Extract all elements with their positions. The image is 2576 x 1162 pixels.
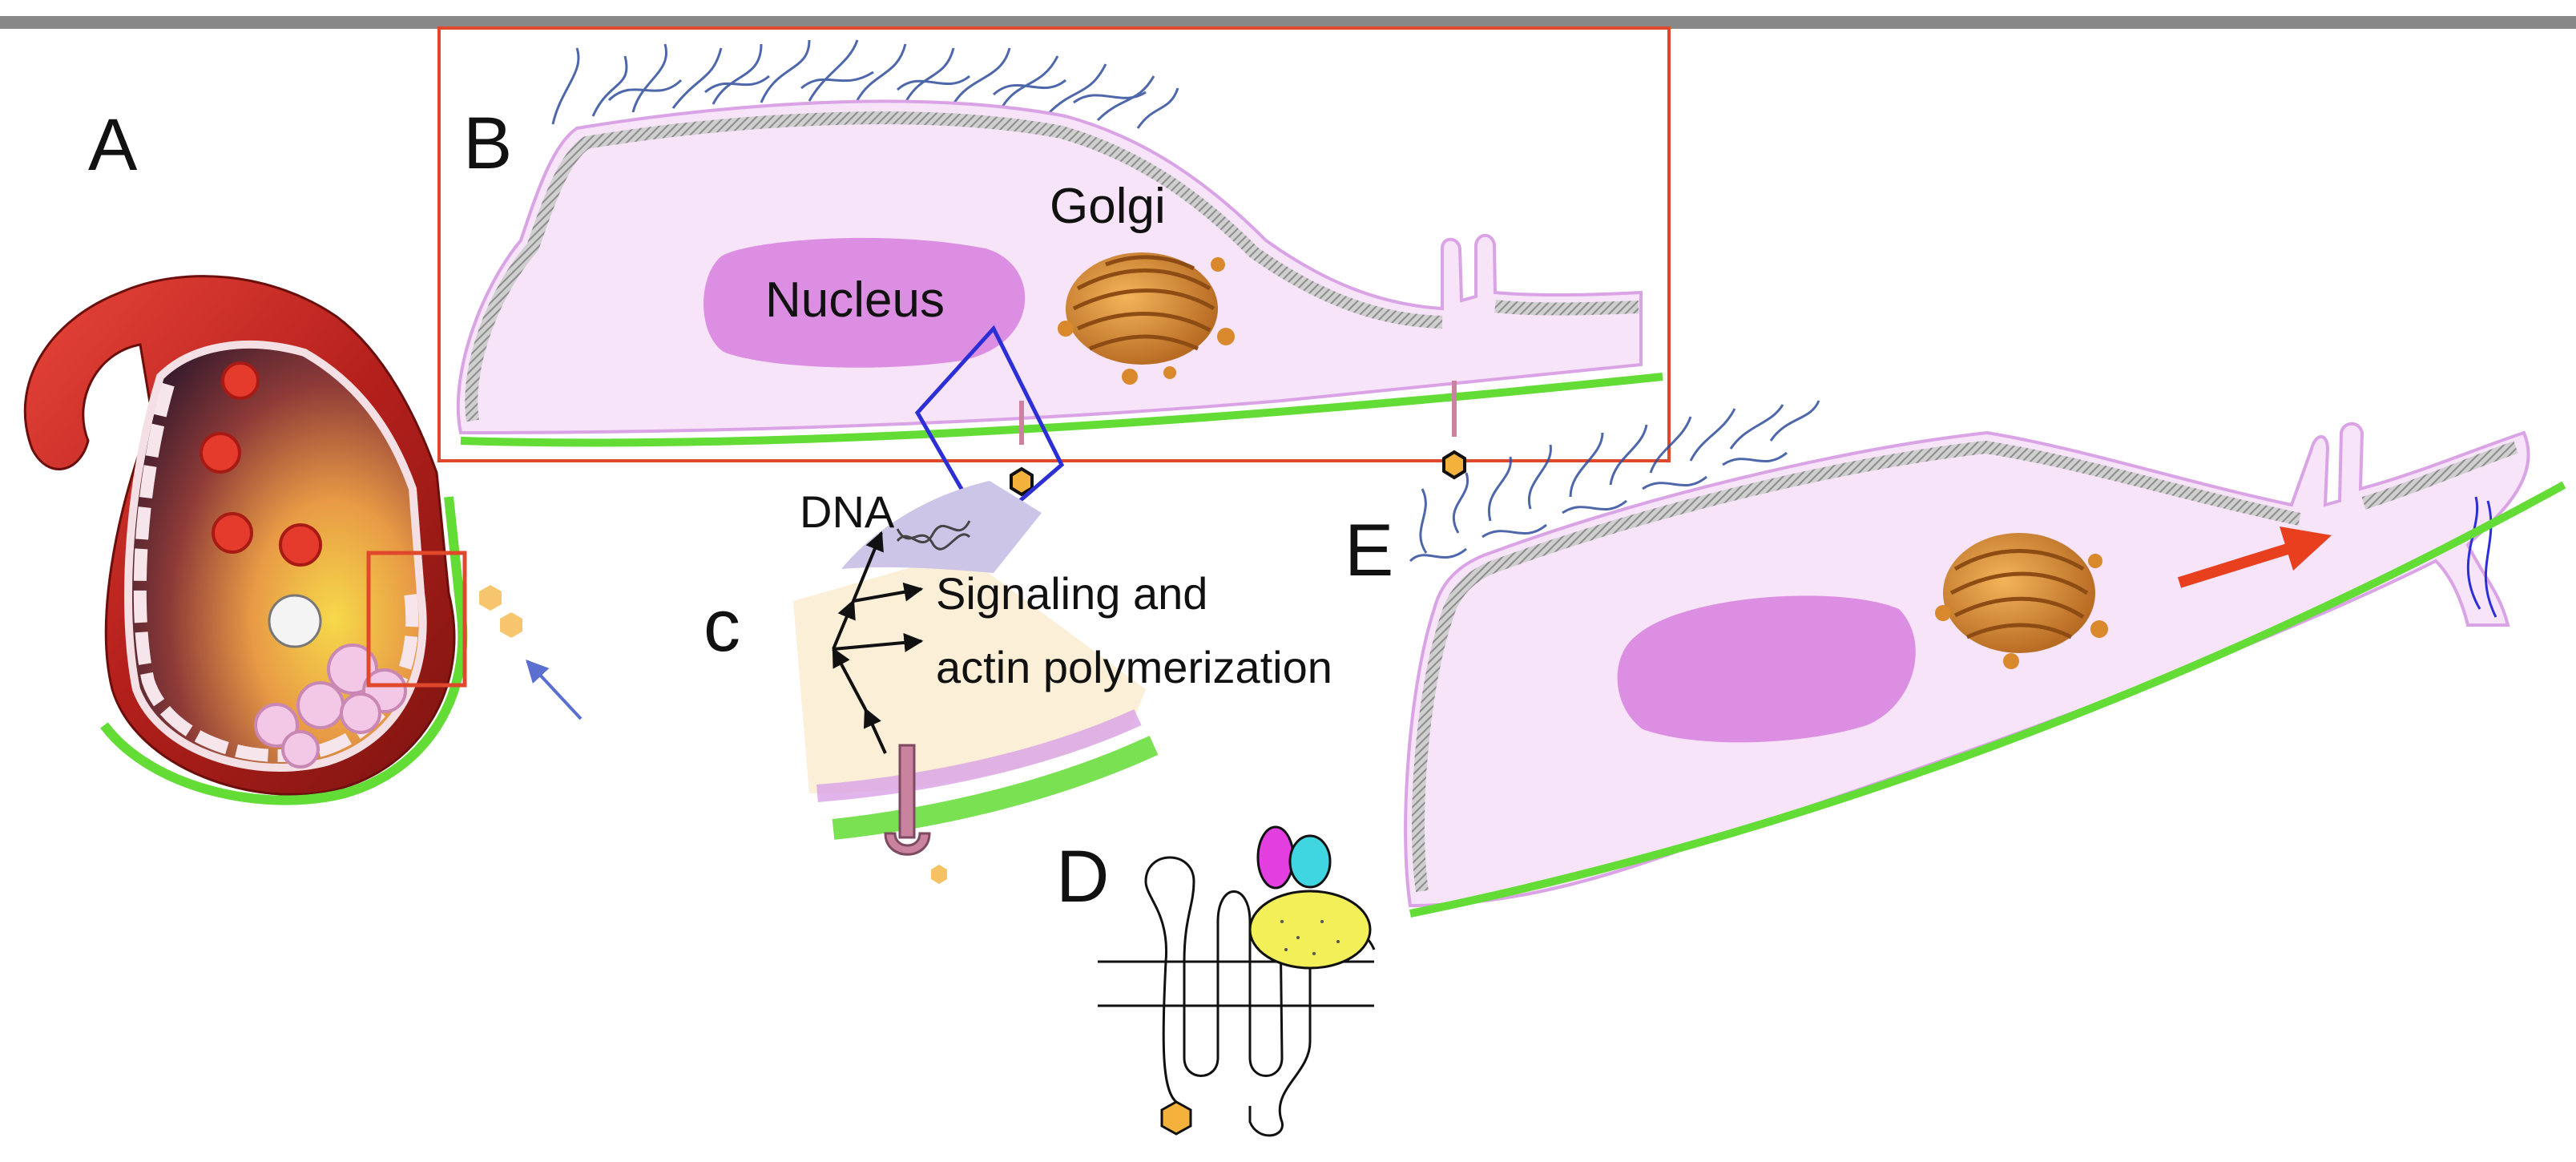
signaling-arrows: [832, 531, 924, 754]
red-blood-cell: [221, 361, 260, 400]
golgi-apparatus: [1058, 252, 1235, 385]
panel-b-letter: B: [463, 103, 512, 184]
panel-c: DNA Signaling and actin polymerization c: [703, 481, 1332, 884]
glycocalyx: [551, 39, 1179, 129]
migration-arrow: [2177, 527, 2332, 588]
nucleus-e: [1617, 595, 1916, 743]
membrane-layer: [816, 708, 1142, 802]
cell-body: [456, 99, 1643, 435]
nucleus: [703, 237, 1026, 368]
actin-cortex-e: [1411, 440, 2518, 893]
substrate-line-b: [460, 373, 1663, 447]
panel-a: A: [23, 104, 583, 805]
panel-b-frame: [437, 26, 1671, 462]
panel-d: D: [1056, 825, 1376, 1137]
cytoplasm-wedge: [793, 553, 1146, 793]
substrate-line-c: [832, 736, 1159, 840]
basement-membrane: [100, 496, 468, 805]
white-blood-cell: [268, 594, 322, 648]
pink-cell-cluster: [254, 644, 407, 769]
seven-transmembrane-protein: [1144, 856, 1312, 1137]
panel-d-letter: D: [1056, 836, 1109, 918]
cell-body-e: [1404, 422, 2530, 908]
red-blood-cell: [200, 432, 241, 474]
dna-label: DNA: [800, 486, 895, 537]
golgi-apparatus-e: [1935, 533, 2108, 669]
signaling-label-line2: actin polymerization: [936, 642, 1332, 692]
panel-e-letter: E: [1344, 510, 1393, 591]
red-blood-cell: [212, 512, 253, 554]
g-protein-beta: [1256, 825, 1295, 890]
panel-a-letter: A: [88, 104, 138, 186]
panel-c-letter: c: [703, 585, 740, 667]
substrate-line-e: [1409, 481, 2566, 918]
top-rule: [0, 16, 2576, 29]
leading-edge-fibers: [2466, 496, 2497, 618]
g-protein-alpha: [1248, 890, 1372, 970]
panel-b: Nucleus Golgi B: [437, 26, 1671, 534]
ligand-hexagon: [1160, 1100, 1192, 1136]
red-blood-cell: [279, 523, 322, 567]
golgi-label: Golgi: [1050, 179, 1166, 234]
receptor-zoom: [884, 744, 947, 884]
glycocalyx-e: [1409, 400, 1820, 563]
panel-a-highlight-box: [366, 551, 467, 688]
receptor: [1442, 381, 1466, 480]
actin-cortex: [465, 111, 1639, 422]
g-protein-gamma: [1288, 834, 1332, 889]
guide-arrow: [526, 659, 583, 720]
nucleus-label: Nucleus: [765, 272, 945, 328]
ligand-hexagon: [500, 612, 522, 638]
ligand-hexagon: [479, 585, 502, 611]
signaling-label-line1: Signaling and: [936, 568, 1207, 619]
dna-helix: [896, 520, 971, 551]
g-protein-dots: [1280, 920, 1340, 955]
panel-e: E: [1344, 400, 2566, 918]
